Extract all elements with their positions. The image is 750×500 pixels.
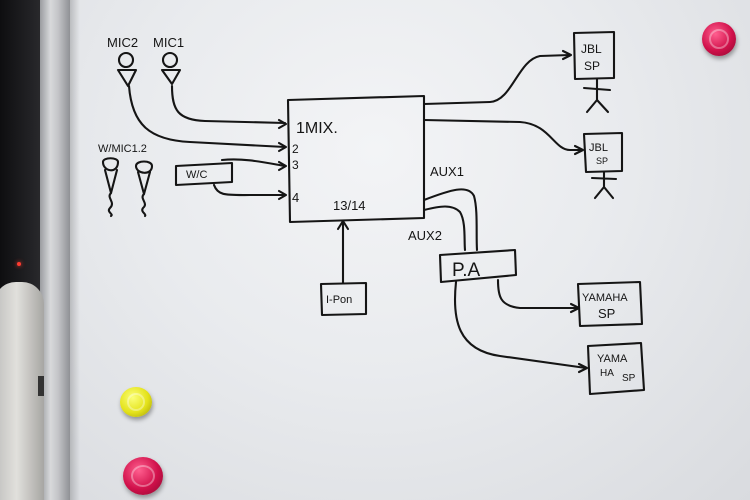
- wireless-mic-label: W/MIC1.2: [98, 143, 147, 155]
- jbl1-arrow: [561, 49, 573, 61]
- mic1-label: MIC1: [153, 35, 184, 50]
- yamaha1-cable: [496, 278, 580, 310]
- mixer-input-4: 4: [292, 190, 299, 205]
- ipon-arrow: [336, 219, 350, 231]
- wc-label: W/C: [186, 169, 207, 181]
- yamaha1-box: [576, 280, 644, 328]
- yellow-magnet: [120, 387, 152, 417]
- yamaha2-line3: SP: [622, 373, 636, 384]
- mic1-cable: [170, 84, 287, 125]
- jbl2-box: [582, 131, 624, 174]
- mixer-box: [286, 94, 426, 224]
- jbl1-cable: [422, 53, 572, 106]
- yamaha2-cable: [453, 280, 588, 370]
- wc-cable-to-4: [212, 183, 287, 197]
- mixer-input-3: 3: [292, 158, 299, 172]
- red-led-light: [17, 262, 21, 266]
- jbl1-stand: [582, 77, 612, 114]
- jbl2-line1: JBL: [589, 142, 608, 154]
- jbl1-line1: JBL: [581, 42, 602, 56]
- mic1-icon: [160, 51, 182, 86]
- yamaha2-line1: YAMA: [597, 353, 628, 365]
- ipon-label: I-Pon: [326, 294, 352, 306]
- aux1-cable: [422, 188, 479, 252]
- wc-arrow-3: [277, 160, 288, 172]
- mic2-icon: [116, 51, 138, 88]
- yamaha2-box: [586, 341, 646, 396]
- jbl1-line2: SP: [584, 59, 600, 73]
- mixer-output-label: 13/14: [333, 198, 366, 213]
- pink-magnet-top: [702, 22, 736, 56]
- yamaha2-arrow: [577, 362, 589, 374]
- wc-cable-to-3: [220, 158, 287, 168]
- whiteboard-frame: [40, 0, 70, 500]
- whiteboard-surface: [68, 0, 750, 500]
- wireless-mic-1-icon: [101, 157, 120, 218]
- mixer-input-2: 2: [292, 142, 299, 156]
- mic2-cable: [127, 84, 287, 149]
- mic2-label: MIC2: [107, 35, 138, 50]
- jbl1-box: [572, 30, 616, 81]
- frame-shadow: [70, 0, 80, 500]
- pink-magnet-bottom: [123, 457, 163, 495]
- aux2-cable: [422, 205, 467, 252]
- jbl2-line2: SP: [596, 156, 608, 166]
- yamaha1-line1: YAMAHA: [582, 292, 628, 304]
- aux2-label: AUX2: [408, 228, 442, 243]
- wc-arrow-4: [277, 189, 288, 201]
- yamaha2-line2: HA: [600, 368, 614, 379]
- ipon-box: [319, 281, 368, 317]
- jbl2-cable: [422, 118, 584, 152]
- pa-label: P.A: [452, 260, 481, 281]
- pillar-slot: [38, 376, 44, 396]
- jbl2-arrow: [573, 144, 585, 156]
- yamaha1-line2: SP: [598, 306, 615, 321]
- jbl2-stand: [590, 170, 618, 200]
- mic2-cable-arrow: [277, 141, 288, 153]
- pa-box: [438, 248, 518, 284]
- wireless-mic-2-icon: [134, 160, 154, 218]
- mixer-title: 1MIX.: [296, 120, 338, 137]
- grey-pillar: [0, 282, 44, 500]
- wc-box: [174, 161, 234, 187]
- mic1-cable-arrow: [277, 118, 288, 130]
- aux1-label: AUX1: [430, 164, 464, 179]
